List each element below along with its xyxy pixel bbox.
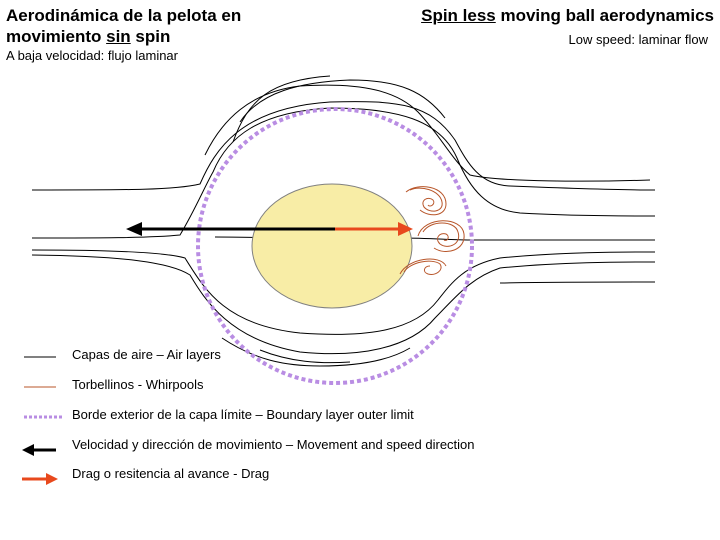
legend-label-boundary-layer: Borde exterior de la capa límite – Bound… — [72, 407, 414, 422]
air-layer-line — [499, 281, 656, 284]
legend-label-velocity: Velocidad y dirección de movimiento – Mo… — [72, 437, 475, 452]
air-layer-line — [259, 349, 351, 364]
air-layer-line — [31, 249, 656, 335]
air-layer-line — [31, 101, 656, 191]
air-layer-line — [232, 75, 331, 143]
air-layer-line — [239, 79, 446, 123]
title-spanish: Aerodinámica de la pelota en movimiento … — [6, 5, 336, 47]
subtitle-spanish: A baja velocidad: flujo laminar — [6, 48, 178, 63]
air-layer-line — [221, 337, 411, 367]
velocity-arrow — [126, 222, 335, 236]
air-layer-line — [31, 254, 656, 355]
title-english: Spin less moving ball aerodynamics — [421, 5, 714, 26]
legend-label-air-layers: Capas de aire – Air layers — [72, 347, 221, 362]
air-layer-line — [399, 237, 655, 241]
drag-arrow — [335, 222, 413, 236]
whirlpool — [405, 186, 447, 216]
title-english-underlined: Spin less — [421, 6, 496, 25]
legend-label-whirlpools: Torbellinos - Whirpools — [72, 377, 204, 392]
ball — [251, 183, 413, 309]
whirlpool — [403, 260, 442, 275]
legend-symbol-velocity-arrow — [22, 444, 56, 456]
subtitle-english: Low speed: laminar flow — [568, 32, 708, 47]
boundary-layer-limit — [196, 107, 474, 385]
legend-label-drag: Drag o resitencia al avance - Drag — [72, 466, 270, 481]
legend-symbol-drag-arrow — [22, 473, 58, 485]
whirlpool — [417, 220, 465, 252]
title-spanish-part1: Aerodinámica de la pelota en movimiento — [6, 6, 242, 46]
air-layer-line — [204, 84, 651, 182]
title-spanish-underlined: sin — [106, 27, 131, 46]
title-spanish-part2: spin — [130, 27, 171, 46]
whirlpool — [409, 187, 443, 212]
whirlpool — [422, 222, 460, 247]
whirlpool — [399, 258, 447, 275]
title-english-rest: moving ball aerodynamics — [495, 6, 714, 25]
